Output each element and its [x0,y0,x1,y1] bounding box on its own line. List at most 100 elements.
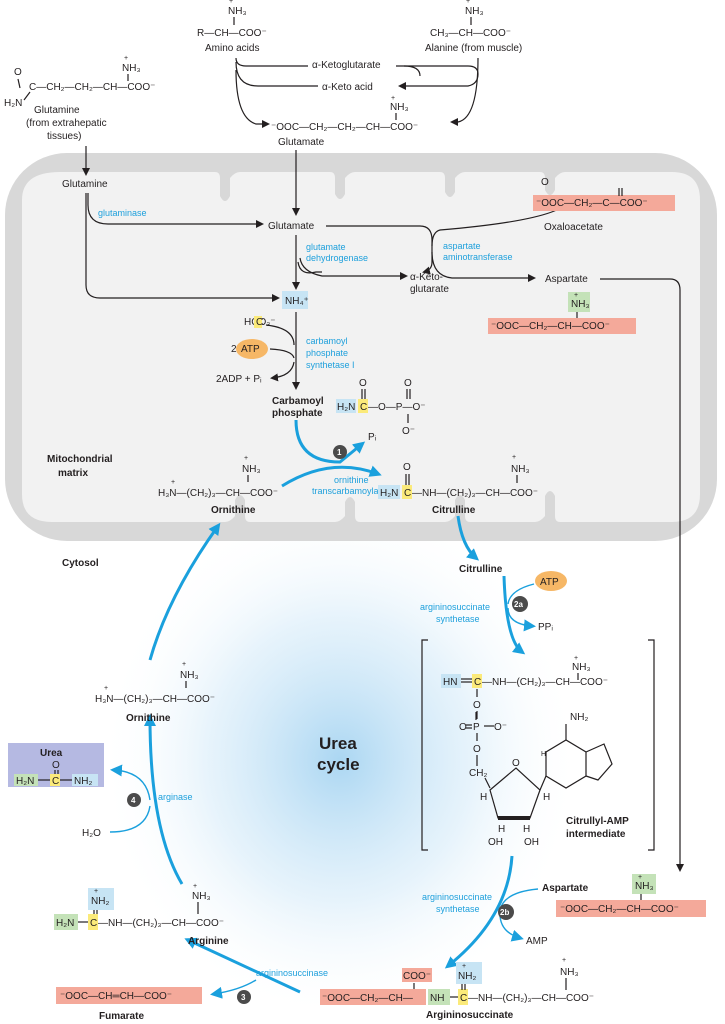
svg-text:NH: NH [430,993,444,1004]
svg-text:Citrullyl-AMP: Citrullyl-AMP [566,816,629,827]
svg-text:2a: 2a [514,600,523,609]
svg-text:O: O [473,700,481,711]
otc-label-2: transcarbamoylase [312,486,388,496]
svg-text:2b: 2b [500,908,509,917]
svg-text:C: C [474,677,481,688]
oxaloacetate-name: Oxaloacetate [544,222,603,233]
carbamoyl-phosphate-structure: H₂N C —O—P—O⁻ O O O⁻ [336,378,426,437]
alpha-ketoglutarate-mito-1: α-Keto- [410,272,443,283]
svg-text:O⁻: O⁻ [402,426,415,437]
svg-text:C: C [404,488,411,499]
svg-text:C: C [52,776,59,787]
svg-text:H: H [543,792,550,803]
glutamate-mito: Glutamate [268,221,315,232]
svg-text:H: H [541,751,546,758]
svg-text:NH₃: NH₃ [465,6,484,17]
svg-text:—O—P—O⁻: —O—P—O⁻ [368,402,426,413]
svg-text:HN: HN [443,677,457,688]
citrullyl-amp-structure: + NH₃ HN C —NH—(CH₂)₃—CH—COO⁻ O P O⁻ O O… [441,655,629,848]
atp-cytosol: ATP [540,577,559,588]
glutaminase-label: glutaminase [98,208,147,218]
step-3-badge [237,990,251,1004]
step-2a-badge [512,596,528,612]
carbamoyl-name-2: phosphate [272,408,323,419]
svg-text:H: H [498,824,505,835]
citrulline-cytosol: Citrulline [459,564,503,575]
oxaloacetate-formula: ⁻OOC—CH₂—C—COO⁻ [536,198,648,209]
svg-text:Amino acids: Amino acids [205,43,259,54]
mitochondrion-matrix [22,172,700,522]
svg-text:O: O [541,177,549,188]
alpha-ketoglutarate-mito-2: glutarate [410,284,449,295]
svg-text:⁻OOC—CH₂—CH—COO⁻: ⁻OOC—CH₂—CH—COO⁻ [560,904,679,915]
svg-text:+: + [124,55,128,62]
ast-label-1: aspartate [443,241,481,251]
svg-text:CH₃—CH—COO⁻: CH₃—CH—COO⁻ [430,28,511,39]
svg-text:H: H [480,792,487,803]
water: H₂O [82,828,101,839]
svg-text:+: + [638,874,642,881]
aspartate-cytosol-structure: + NH₃ ⁻OOC—CH₂—CH—COO⁻ [556,874,706,917]
svg-text:intermediate: intermediate [566,829,626,840]
svg-text:+: + [574,292,578,299]
svg-text:O: O [404,378,412,389]
argininosuccinate-structure: COO⁻ ⁻OOC—CH₂—CH— NH C —NH—(CH₂)₃—CH—COO… [320,957,594,1021]
svg-text:Ornithine: Ornithine [126,713,171,724]
ornithine-cytosol-structure: + NH₃ + H₃N—(CH₂)₃—CH—COO⁻ Ornithine [95,661,215,724]
svg-text:Ornithine: Ornithine [211,505,256,516]
svg-text:NH₃: NH₃ [390,102,409,113]
arginine-structure: + NH₂ H₂N C —NH—(CH₂)₃—CH—COO⁻ + NH₃ Arg… [54,883,229,947]
svg-text:NH₃: NH₃ [242,464,261,475]
svg-text:⁻OOC—CH₂—CH₂—CH—COO⁻: ⁻OOC—CH₂—CH₂—CH—COO⁻ [271,122,418,133]
gdh-label-2: dehydrogenase [306,253,368,263]
svg-text:tissues): tissues) [47,131,81,142]
svg-text:C: C [460,993,467,1004]
svg-text:—NH—(CH₂)₃—CH—COO⁻: —NH—(CH₂)₃—CH—COO⁻ [412,488,538,499]
urea-product-box: Urea O H₂N C NH₂ [8,743,104,787]
svg-text:O: O [52,760,60,771]
step-1-badge [333,445,347,459]
svg-text:C: C [90,918,97,929]
svg-text:C: C [360,402,367,413]
ass-label-2: synthetase [436,614,480,624]
fumarate-formula: ⁻OOC—CH═CH—COO⁻ [60,991,172,1002]
oxaloacetate-highlight [533,195,675,211]
svg-text:+: + [391,95,395,102]
svg-text:4: 4 [131,796,136,805]
svg-text:OH: OH [488,837,503,848]
svg-text:⁻OOC—CH₂—CH—: ⁻OOC—CH₂—CH— [322,993,413,1004]
svg-text:(from extrahepatic: (from extrahepatic [26,118,107,129]
svg-text:+: + [466,0,470,5]
ornithine-mito-structure: + NH₃ + H₃N—(CH₂)₃—CH—COO⁻ Ornithine [158,455,278,516]
mito-label-1: Mitochondrial [47,454,113,465]
aspartate-cytosol: Aspartate [542,883,589,894]
amino-acids-group: + NH₃ R—CH—COO⁻ Amino acids [197,0,267,54]
svg-text:⁻OOC—CH₂—CH—COO⁻: ⁻OOC—CH₂—CH—COO⁻ [491,321,610,332]
ast-label-2: aminotransferase [443,252,513,262]
svg-text:NH₂: NH₂ [458,971,476,982]
svg-text:H₃N—(CH₂)₃—CH—COO⁻: H₃N—(CH₂)₃—CH—COO⁻ [95,694,215,705]
atp-mito: ATP [241,344,260,355]
svg-text:NH₃: NH₃ [228,6,247,17]
svg-text:+: + [244,455,248,462]
aspartate-mito: Aspartate [545,274,588,285]
svg-text:—NH—(CH₂)₃—CH—COO⁻: —NH—(CH₂)₃—CH—COO⁻ [482,677,608,688]
adp-pi: 2ADP + Pᵢ [216,374,262,385]
svg-text:+: + [182,661,186,668]
ass2-label-1: argininosuccinate [422,892,492,902]
fumarate-highlight [56,987,202,1004]
svg-text:+: + [171,479,175,486]
svg-text:Glutamate: Glutamate [278,137,325,148]
atp-oval-cytosol [535,571,567,591]
svg-text:H: H [523,824,530,835]
step-4-badge [127,793,141,807]
svg-text:H₂N: H₂N [337,402,355,413]
amp: AMP [526,936,548,947]
ass2-label-2: synthetase [436,904,480,914]
svg-text:CH₂: CH₂ [469,768,487,779]
citrulline-mito-structure: H₂N C —NH—(CH₂)₃—CH—COO⁻ O + NH₃ Citrull… [378,454,538,516]
carbamoyl-name-1: Carbamoyl [272,396,324,407]
ammonium: NH₄⁺ [285,296,309,307]
